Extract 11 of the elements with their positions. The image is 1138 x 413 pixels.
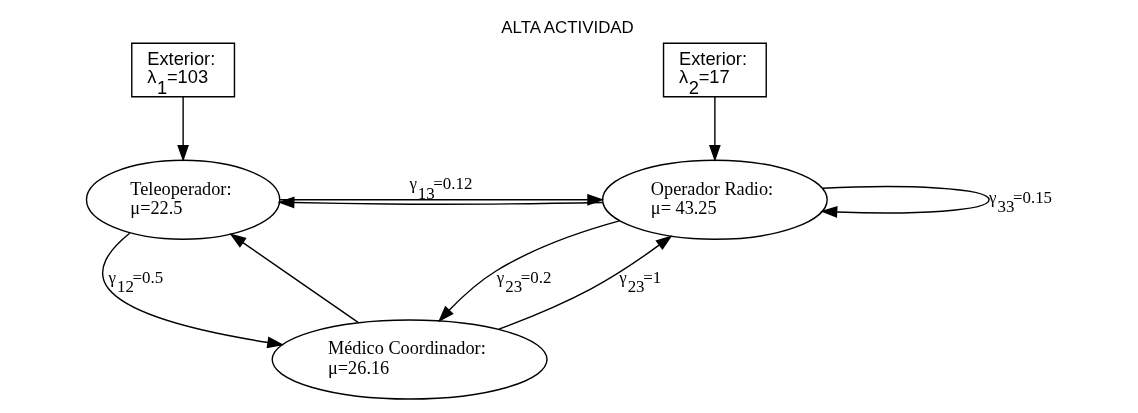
diagram-title: ALTA ACTIVIDAD [500, 17, 634, 37]
arrow [437, 220, 620, 323]
node-ellipse: Teleoperador: μ=22.5 [85, 159, 280, 240]
arrow [101, 232, 284, 349]
arrow [708, 96, 721, 162]
arrow [819, 185, 990, 218]
node-ellipse: Operador Radio: μ= 43.25 [601, 159, 828, 240]
arrow [228, 233, 359, 324]
arrow [497, 235, 672, 330]
node-ellipse: Médico Coordinador: μ=26.16 [271, 319, 548, 400]
arrow [176, 96, 189, 162]
